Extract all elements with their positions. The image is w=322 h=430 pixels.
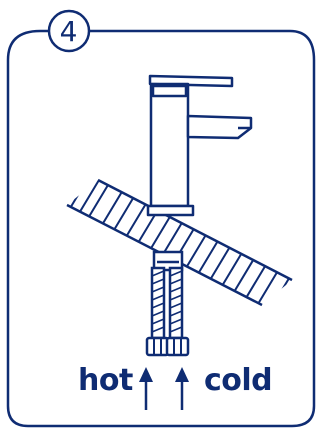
cold-flow-arrow-icon <box>175 367 189 410</box>
step-badge-circle <box>47 9 91 53</box>
faucet-spout <box>186 114 253 140</box>
frame-border <box>6 29 316 428</box>
hot-water-hose <box>145 266 170 357</box>
hot-flow-arrow-icon <box>139 367 153 410</box>
hot-label: hot <box>78 363 133 398</box>
faucet-cap <box>151 84 188 98</box>
cold-label: cold <box>204 363 273 398</box>
faucet-base <box>146 204 195 217</box>
step-number: 4 <box>59 15 78 48</box>
faucet-shank <box>152 250 184 272</box>
faucet <box>146 74 253 217</box>
faucet-body <box>149 82 190 208</box>
cold-water-hose <box>165 266 190 357</box>
